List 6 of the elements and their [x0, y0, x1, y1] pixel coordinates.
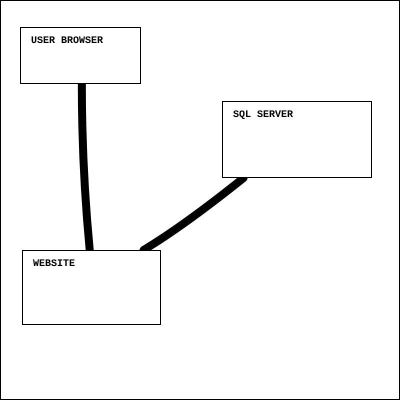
box-label: SQL SERVER [233, 110, 294, 122]
process-box [22, 250, 161, 325]
box-label: WEBSITE [33, 259, 76, 272]
box-label: USER BROWSER [31, 36, 104, 48]
process-box [20, 27, 141, 84]
process-box [222, 101, 372, 178]
